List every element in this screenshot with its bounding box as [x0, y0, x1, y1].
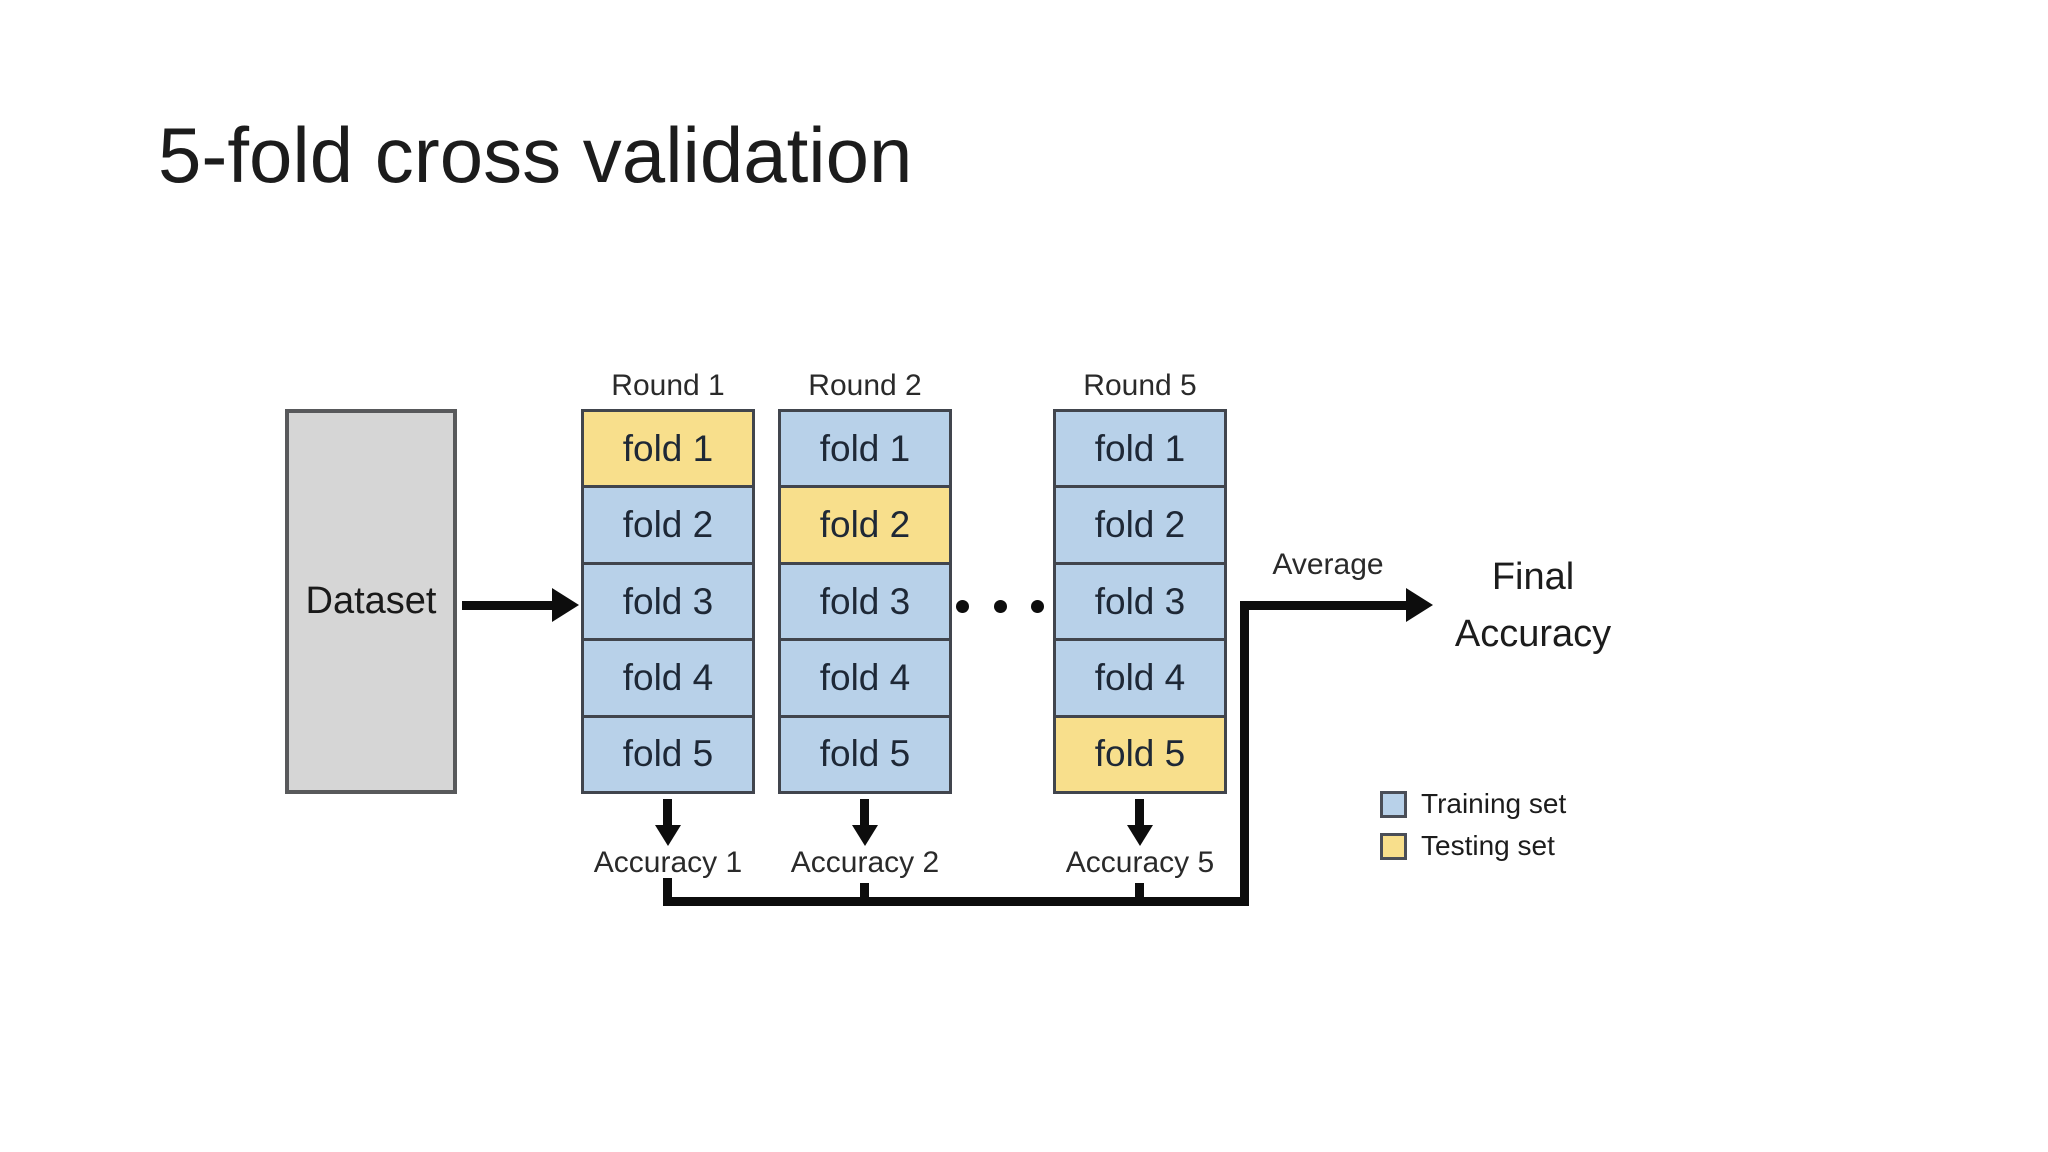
bus-line [663, 897, 1249, 906]
final-accuracy-line1: Final [1491, 556, 1575, 598]
average-arrow-right-icon [1406, 588, 1433, 622]
horizontal-dots-icon [956, 599, 1044, 613]
fold-cell: fold 4 [584, 638, 752, 715]
slide-title: 5-fold cross validation [158, 111, 913, 199]
fold-cell: fold 4 [781, 638, 949, 715]
legend-item-testing: Testing set [1380, 830, 1566, 862]
dataset-label: Dataset [305, 580, 437, 622]
fold-cell: fold 3 [781, 561, 949, 639]
legend: Training set Testing set [1380, 788, 1566, 872]
final-accuracy-label: Final Accuracy [1408, 549, 1658, 663]
down-arrow-shaft [663, 799, 672, 826]
legend-label: Training set [1421, 788, 1567, 819]
legend-label: Testing set [1421, 830, 1555, 861]
elbow-vertical-line [1240, 601, 1249, 906]
final-accuracy-line2: Accuracy [1454, 613, 1612, 655]
round-label: Round 1 [611, 369, 725, 402]
fold-cell: fold 5 [584, 714, 752, 792]
round-label: Round 2 [808, 369, 922, 402]
down-arrow-shaft [860, 799, 869, 826]
arrow-down-icon [1127, 825, 1153, 846]
bus-tick [1135, 883, 1144, 906]
average-arrow-shaft [1240, 601, 1408, 610]
fold-cell: fold 5 [781, 714, 949, 792]
down-arrow-shaft [1135, 799, 1144, 826]
fold-cell: fold 2 [584, 485, 752, 562]
accuracy-label: Accuracy 2 [790, 846, 940, 879]
fold-cell: fold 3 [584, 561, 752, 639]
fold-cell: fold 3 [1056, 561, 1224, 639]
fold-cell: fold 2 [781, 485, 949, 562]
round-label: Round 5 [1083, 369, 1197, 402]
fold-cell: fold 5 [1056, 714, 1224, 792]
legend-item-training: Training set [1380, 788, 1566, 820]
accuracy-label: Accuracy 1 [593, 846, 743, 879]
dataset-arrow-shaft [462, 601, 554, 610]
fold-cell: fold 1 [1056, 412, 1224, 486]
arrow-down-icon [655, 825, 681, 846]
testing-set-swatch-icon [1380, 832, 1407, 860]
fold-cell: fold 4 [1056, 638, 1224, 715]
training-set-swatch-icon [1380, 790, 1407, 818]
dataset-arrow-right-icon [552, 588, 579, 622]
bus-tick [663, 878, 672, 906]
fold-cell: fold 1 [781, 412, 949, 486]
bus-tick [860, 883, 869, 906]
accuracy-label: Accuracy 5 [1065, 846, 1215, 879]
fold-cell: fold 1 [584, 412, 752, 486]
fold-cell: fold 2 [1056, 485, 1224, 562]
dataset-box: Dataset [285, 409, 457, 794]
arrow-down-icon [852, 825, 878, 846]
average-label: Average [1272, 548, 1384, 581]
